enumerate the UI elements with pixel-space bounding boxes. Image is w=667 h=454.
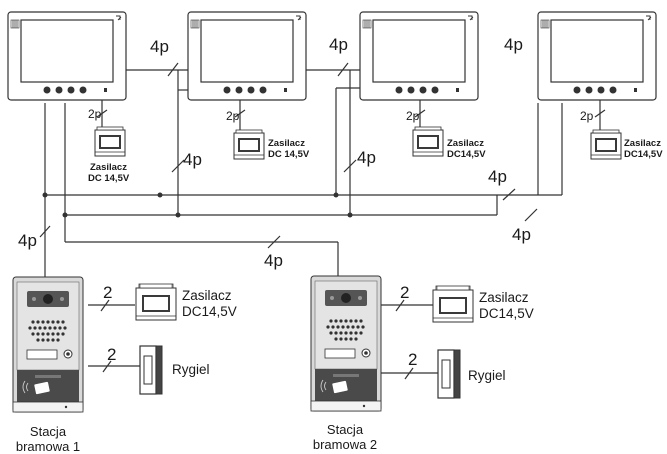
- wire-label-4p-station1: 4p: [18, 231, 37, 250]
- station-2-label-line2: bramowa 2: [313, 437, 377, 452]
- psu-large-2-label-line1: Zasilacz: [479, 290, 529, 305]
- monitor-1: [7, 11, 127, 101]
- wiring: [44, 69, 601, 374]
- station-labels: Stacja bramowa 1 Stacja bramowa 2: [16, 422, 377, 454]
- wire-label-4p-m3-m4: 4p: [504, 35, 523, 54]
- psu-small-4-label-line2: DC14,5V: [624, 149, 663, 160]
- psu-small-3-label-line1: Zasilacz: [447, 138, 484, 149]
- wire-label-4p-bus-m4b: 4p: [512, 225, 531, 244]
- psu-small-3-label-line2: DC14,5V: [447, 149, 486, 160]
- monitor-2: [187, 11, 307, 101]
- psu-small-2-label-line1: Zasilacz: [268, 138, 305, 149]
- wire-label-2-psu2: 2: [400, 283, 409, 302]
- psu-small-2: [233, 129, 265, 160]
- wire-label-2p-m4: 2p: [580, 109, 594, 123]
- wire-label-2p-m3: 2p: [406, 109, 420, 123]
- psu-large-1: [135, 283, 177, 321]
- psu-small-1: [94, 126, 126, 157]
- psu-small-1-label-line1: Zasilacz: [90, 162, 127, 173]
- wire-label-4p-bus-m2: 4p: [183, 150, 202, 169]
- psu-small-2-label-line2: DC 14,5V: [268, 149, 310, 160]
- psu-small-4: [590, 129, 622, 160]
- wire-labels: 4p 4p 4p 4p 4p 4p 4p 4p 4p 2p 2p 2p 2p 2…: [18, 35, 594, 369]
- lock-2: [437, 349, 461, 399]
- psu-large-1-label-line1: Zasilacz: [182, 288, 232, 303]
- lock-2-label: Rygiel: [468, 368, 506, 383]
- wire-label-2p-m2: 2p: [226, 109, 240, 123]
- psu-large-1-label-line2: DC14,5V: [182, 304, 237, 319]
- wire-slashes: [39, 62, 606, 380]
- lock-labels: Rygiel Rygiel: [172, 362, 506, 383]
- wire-label-2p-m1: 2p: [88, 107, 102, 121]
- door-station-2: [310, 275, 382, 412]
- lock-1-label: Rygiel: [172, 362, 210, 377]
- wire-label-2-lock2: 2: [408, 350, 417, 369]
- monitor-4: [537, 11, 657, 101]
- junction-dots: [42, 192, 353, 218]
- psu-large-labels: Zasilacz DC14,5V Zasilacz DC14,5V: [182, 288, 534, 321]
- wire-label-4p-bus-m3: 4p: [357, 148, 376, 167]
- lock-1: [139, 345, 163, 395]
- door-station-1: [12, 276, 84, 413]
- psu-large-2: [432, 285, 474, 323]
- psu-small-labels: Zasilacz DC 14,5V Zasilacz DC 14,5V Zasi…: [88, 138, 663, 184]
- psu-small-3: [412, 126, 444, 157]
- psu-large-2-label-line2: DC14,5V: [479, 306, 534, 321]
- station-1-label-line2: bramowa 1: [16, 439, 80, 454]
- wire-label-2-lock1: 2: [107, 345, 116, 364]
- psu-small-1-label-line2: DC 14,5V: [88, 173, 130, 184]
- wire-label-4p-m2-m3: 4p: [329, 35, 348, 54]
- psu-small-4-label-line1: Zasilacz: [624, 138, 661, 149]
- wire-label-2-psu1: 2: [103, 283, 112, 302]
- wire-label-4p-bus-m4a: 4p: [488, 167, 507, 186]
- wire-label-4p-station2: 4p: [264, 251, 283, 270]
- wire-label-4p-m1-m2: 4p: [150, 37, 169, 56]
- monitor-3: [359, 11, 479, 101]
- station-1-label-line1: Stacja: [30, 424, 67, 439]
- station-2-label-line1: Stacja: [327, 422, 364, 437]
